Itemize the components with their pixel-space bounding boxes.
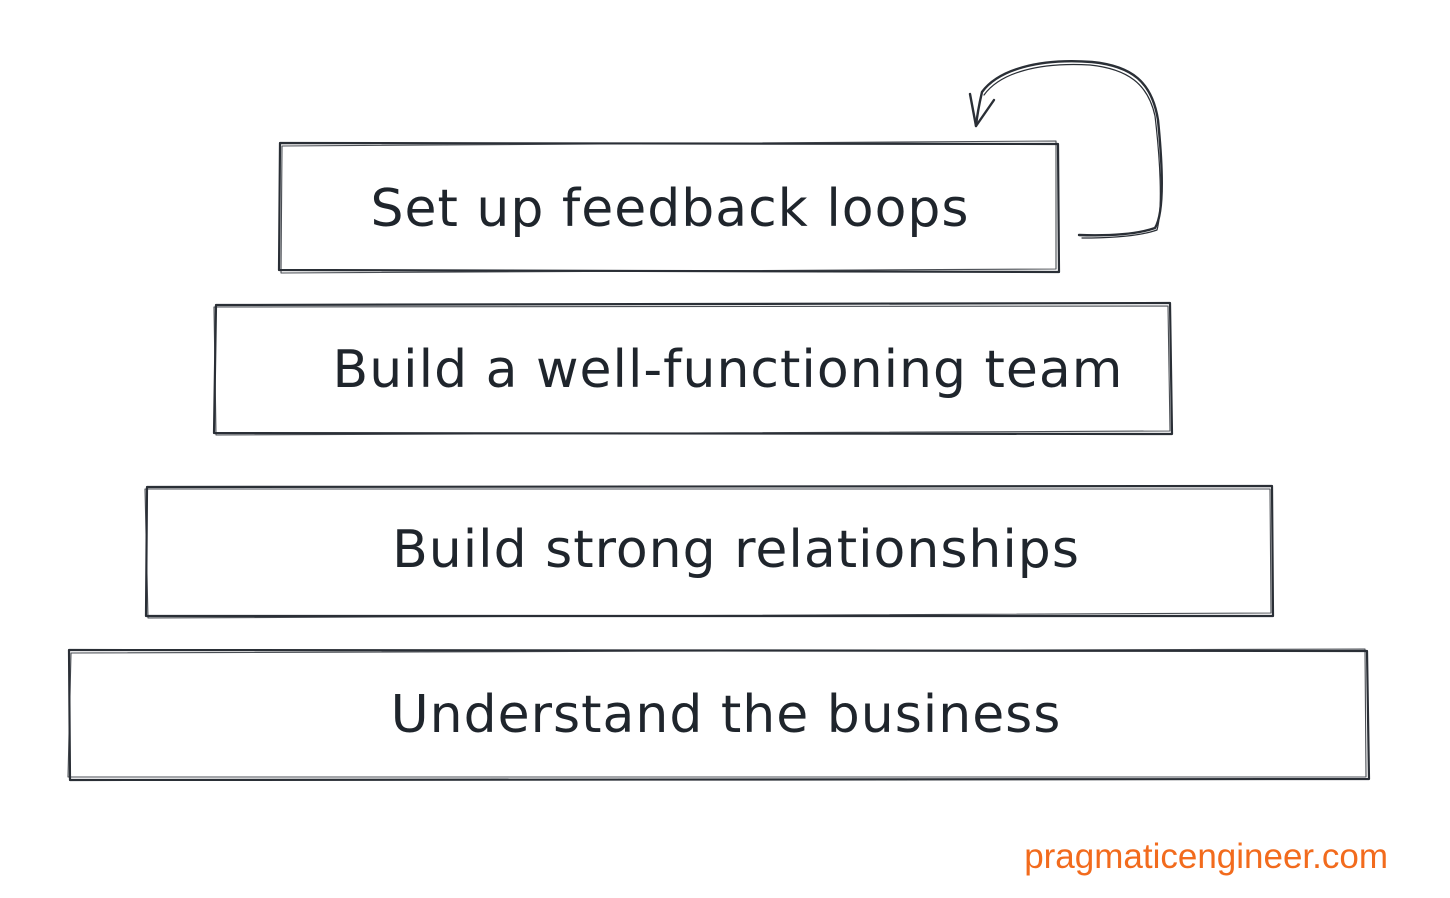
arrow-curve-sketch xyxy=(983,63,1161,239)
level-label: Set up feedback loops xyxy=(371,179,970,239)
feedback-loop-arrow-icon xyxy=(968,60,1163,239)
level-box-outline-sketch xyxy=(67,648,1367,778)
level-box-feedback-loops: Set up feedback loops xyxy=(277,140,1061,274)
level-box-outline xyxy=(212,301,1174,436)
level-label: Build a well-functioning team xyxy=(333,340,1124,400)
level-box-outline xyxy=(277,141,1061,274)
watermark-text: pragmaticengineer.com xyxy=(1024,837,1388,876)
level-box-outline-sketch xyxy=(144,488,1272,619)
arrow-curve xyxy=(974,60,1163,237)
level-label: Understand the business xyxy=(391,685,1062,745)
level-box-outline-sketch xyxy=(280,140,1057,274)
level-box-relationships: Build strong relationships xyxy=(144,484,1275,619)
level-label: Build strong relationships xyxy=(392,520,1080,580)
level-box-outline-sketch xyxy=(213,305,1171,436)
level-box-business: Understand the business xyxy=(67,648,1371,782)
arrow-head xyxy=(968,92,996,128)
level-box-team: Build a well-functioning team xyxy=(212,301,1174,436)
level-box-outline xyxy=(144,484,1275,618)
